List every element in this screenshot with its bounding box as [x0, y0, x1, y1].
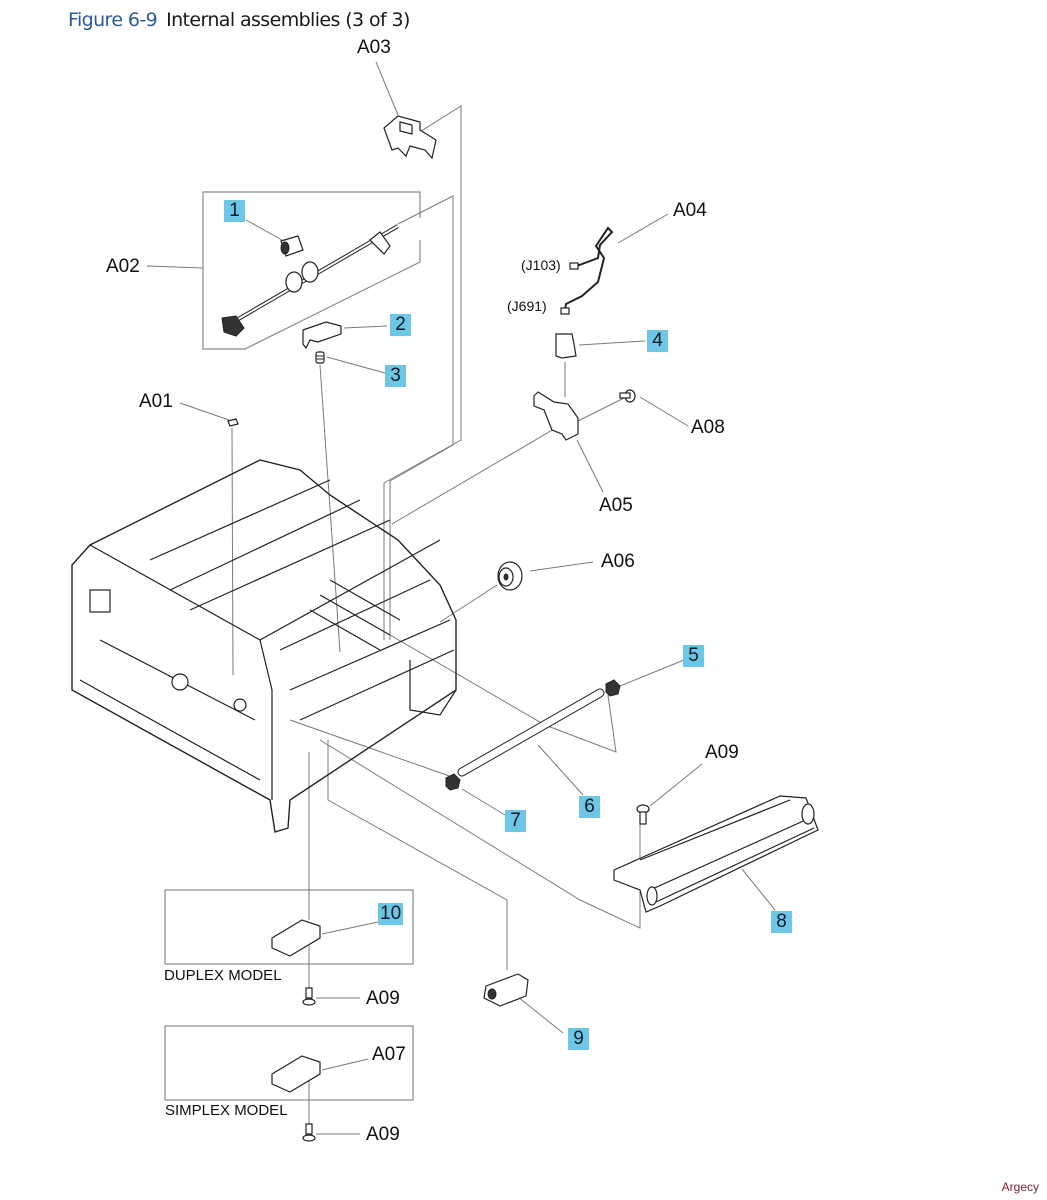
leader-a03 [375, 61, 399, 116]
duplex-model-label: DUPLEX MODEL [164, 967, 282, 984]
part-3-spring [315, 351, 325, 364]
part-2-pad [302, 321, 342, 350]
callout-1: 1 [224, 200, 245, 222]
part-10-guide [271, 919, 321, 957]
connector-j691: (J691) [507, 298, 547, 314]
leader-6 [537, 744, 584, 796]
main-chassis-frame [71, 459, 457, 833]
label-a09-simplex: A09 [366, 1124, 400, 1145]
connector-j103: (J103) [521, 257, 561, 273]
leader-a06 [529, 561, 594, 572]
figure-number: Figure 6-9 [68, 9, 158, 31]
part-1-roller [280, 235, 304, 257]
label-a09-upper: A09 [705, 742, 739, 763]
callout-5: 5 [683, 645, 704, 667]
leader-4 [578, 340, 646, 346]
leader-a09-upper [649, 763, 703, 807]
callout-7: 7 [505, 810, 526, 832]
guide-8 [319, 739, 641, 929]
simplex-model-box [164, 1025, 414, 1101]
part-8-assembly [613, 795, 819, 913]
figure-caption: Figure 6-9 Internal assemblies (3 of 3) [68, 9, 410, 31]
guide-a02 [389, 195, 454, 640]
leader-a01 [179, 402, 230, 421]
leader-8 [741, 868, 776, 911]
callout-2: 2 [390, 314, 411, 336]
figure-title: Internal assemblies (3 of 3) [166, 9, 410, 31]
label-a01: A01 [139, 391, 173, 412]
part-a09-screw-duplex [302, 987, 316, 1006]
part-a05-bracket [533, 391, 579, 441]
leader-1 [245, 219, 283, 241]
guide-a06 [439, 584, 498, 623]
leader-a02 [146, 265, 204, 269]
leader-10 [321, 921, 379, 935]
label-a08: A08 [691, 417, 725, 438]
guide-a03 [383, 105, 462, 640]
part-4-sensor [555, 333, 577, 359]
leader-5 [619, 659, 685, 687]
part-a02-pickup-shaft [221, 224, 400, 337]
part-a04-cable [560, 226, 614, 315]
part-7-bushing [445, 773, 461, 791]
guide-5 [389, 634, 617, 753]
part-5-bushing [605, 679, 621, 697]
label-a02: A02 [106, 256, 140, 277]
label-a03: A03 [357, 37, 391, 58]
part-a07-guide [271, 1055, 321, 1093]
callout-6: 6 [579, 796, 600, 818]
part-6-transfer-roller [457, 688, 605, 777]
label-a06: A06 [601, 551, 635, 572]
duplex-model-box [164, 889, 414, 965]
part-a09-screw-upper [636, 804, 650, 825]
leader-2 [343, 325, 388, 329]
leader-a04 [617, 213, 669, 244]
part-a08-screw [619, 389, 636, 403]
part-a06-gear [497, 561, 523, 591]
leader-9 [517, 996, 564, 1034]
label-a07: A07 [372, 1044, 406, 1065]
part-a09-screw-simplex [302, 1123, 316, 1142]
label-a04: A04 [673, 200, 707, 221]
callout-3: 3 [385, 365, 406, 387]
label-a05: A05 [599, 495, 633, 516]
part-a03-bracket [383, 115, 437, 160]
leader-3 [326, 356, 386, 374]
label-a09-duplex: A09 [366, 988, 400, 1009]
leader-a08 [639, 396, 689, 427]
leader-a05 [576, 439, 604, 493]
callout-4: 4 [647, 330, 668, 352]
callout-9: 9 [568, 1028, 589, 1050]
leader-7 [461, 788, 506, 816]
callout-8: 8 [771, 911, 792, 933]
guide-7 [289, 719, 456, 779]
part-a01-pad [227, 418, 239, 427]
simplex-model-label: SIMPLEX MODEL [165, 1102, 288, 1119]
leader-a07 [321, 1058, 369, 1071]
guide-9 [327, 740, 508, 970]
watermark: Argecy [1001, 1180, 1039, 1194]
guide-3 [319, 364, 341, 653]
a02-group-box [202, 191, 421, 350]
part-9-roller-assembly [483, 973, 529, 1007]
callout-10: 10 [378, 903, 404, 925]
guide-a01 [231, 427, 234, 676]
guide-a05 [391, 421, 567, 525]
